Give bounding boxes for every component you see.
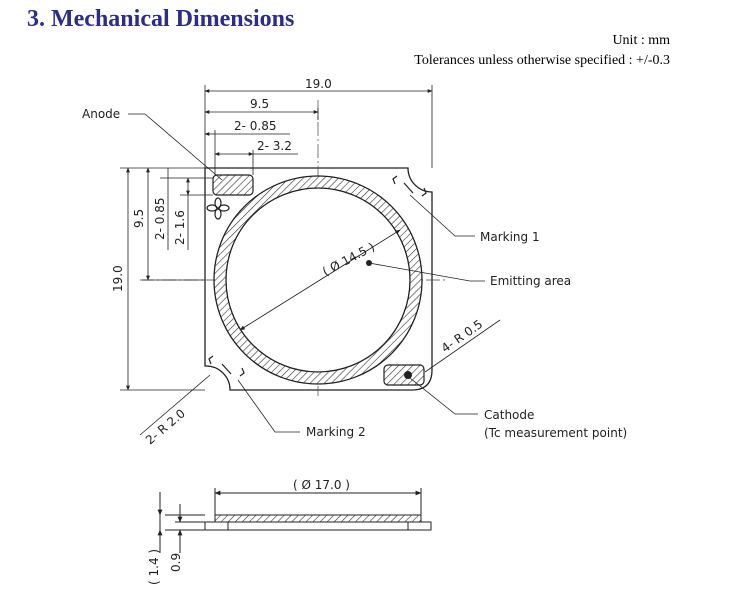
dim-anode-pad-w: 2- 3.2 [257, 139, 292, 153]
page-title: 3. Mechanical Dimensions [27, 6, 295, 32]
tc-point [404, 371, 412, 379]
dim-width: 19.0 [305, 77, 332, 91]
anode-symbol-icon [206, 197, 230, 220]
dim-half-height: 9.5 [132, 209, 146, 228]
side-view [157, 488, 432, 553]
anode-label: Anode [82, 107, 120, 121]
tolerance-note: Tolerances unless otherwise specified : … [414, 53, 670, 68]
dim-total-thickness: ( 1.4 ) [147, 549, 161, 585]
dim-anode-pad-h: 2- 1.6 [173, 210, 187, 245]
dim-corner-radius-small: 4- R 0.5 [439, 317, 486, 355]
marking2-label: Marking 2 [306, 425, 366, 439]
dim-half-width: 9.5 [250, 97, 269, 111]
emitting-area-label: Emitting area [490, 274, 571, 288]
dim-height: 19.0 [111, 265, 125, 292]
unit-note: Unit : mm [612, 33, 670, 48]
board-outline [204, 167, 433, 391]
cathode-label: Cathode [484, 408, 534, 422]
cathode-sublabel: (Tc measurement point) [484, 426, 627, 440]
emitting-area [225, 187, 411, 373]
marking2-symbol [208, 355, 245, 377]
marking1-label: Marking 1 [480, 230, 540, 244]
anode-pad [212, 174, 254, 196]
dim-side-diameter: ( Ø 17.0 ) [293, 478, 350, 492]
dim-anode-pad-x: 2- 0.85 [234, 119, 277, 133]
marking1-symbol [392, 175, 427, 197]
dim-substrate-thickness: 0.9 [169, 553, 183, 572]
dim-anode-pad-y: 2- 0.85 [153, 198, 167, 241]
